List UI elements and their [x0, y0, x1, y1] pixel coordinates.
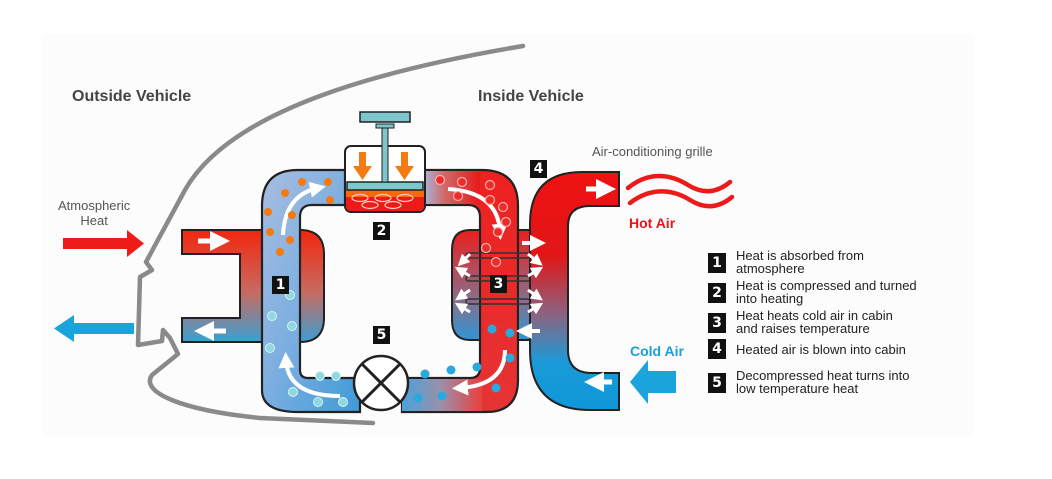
cool-dot: [288, 387, 298, 397]
cold-dot: [420, 369, 430, 379]
grille-label: Air-conditioning grille: [592, 144, 713, 159]
warm-dot: [298, 178, 306, 186]
legend-number: 2: [708, 283, 726, 303]
hot-dot: [492, 226, 504, 238]
legend-item: 4 Heated air is blown into cabin: [708, 339, 978, 359]
warm-dot: [324, 178, 332, 186]
cool-dot: [313, 397, 323, 407]
outside-air-duct: [181, 229, 325, 343]
legend-text: Heated air is blown into cabin: [736, 342, 906, 357]
atmospheric-heat-arrow: [63, 230, 144, 257]
cool-dot: [338, 397, 348, 407]
cold-dot: [472, 362, 482, 372]
cold-dot: [505, 328, 515, 338]
marker-4: 4: [530, 160, 547, 178]
cold-dot: [487, 324, 497, 334]
legend-number: 3: [708, 313, 726, 333]
legend-number: 4: [708, 339, 726, 359]
hot-air-waves-icon: [625, 173, 735, 209]
legend-number: 5: [708, 373, 726, 393]
cool-dot: [267, 311, 277, 321]
inside-vehicle-title: Inside Vehicle: [478, 88, 584, 105]
warm-dot: [266, 228, 274, 236]
atmospheric-heat-label: Atmospheric Heat: [58, 198, 131, 228]
cold-dot: [413, 393, 423, 403]
compressor: [344, 111, 426, 213]
hot-dot: [500, 216, 512, 228]
warm-dot: [264, 208, 272, 216]
legend-text: Heat is absorbed from atmosphere: [736, 248, 864, 276]
legend: 1 Heat is absorbed from atmosphere 2 Hea…: [708, 249, 978, 399]
exhaust-cold-arrow: [54, 315, 134, 342]
cold-dot: [505, 353, 515, 363]
legend-item: 5 Decompressed heat turns into low tempe…: [708, 369, 978, 395]
cold-dot: [491, 383, 501, 393]
legend-item: 2 Heat is compressed and turned into hea…: [708, 279, 978, 305]
expansion-valve-icon: [352, 354, 410, 412]
cool-dot: [287, 321, 297, 331]
hot-dot: [452, 190, 464, 202]
legend-item: 1 Heat is absorbed from atmosphere: [708, 249, 978, 275]
legend-text: Decompressed heat turns into low tempera…: [736, 368, 910, 396]
hot-dot: [434, 174, 446, 186]
hot-air-label: Hot Air: [629, 215, 676, 231]
cool-dot: [331, 371, 341, 381]
cold-air-label: Cold Air: [630, 343, 684, 359]
cool-dot: [315, 371, 325, 381]
cold-air-arrow: [630, 360, 676, 404]
marker-3: 3: [490, 275, 507, 293]
warm-dot: [326, 196, 334, 204]
refrigerant-dots: [264, 174, 515, 407]
marker-2: 2: [373, 222, 390, 240]
cool-dot: [265, 343, 275, 353]
outside-vehicle-title: Outside Vehicle: [72, 88, 192, 105]
legend-text: Heat heats cold air in cabin and raises …: [736, 308, 893, 336]
warm-dot: [281, 189, 289, 197]
marker-5: 5: [373, 326, 390, 344]
marker-1: 1: [272, 276, 289, 294]
vehicle-body-outline: [135, 43, 526, 426]
hot-dot: [480, 242, 492, 254]
cold-dot: [446, 365, 456, 375]
cabin-air-duct: [529, 171, 620, 411]
warm-dot: [288, 211, 296, 219]
warm-dot: [276, 248, 284, 256]
warm-dot: [286, 236, 294, 244]
hot-dot: [456, 176, 468, 188]
hot-dot: [497, 201, 509, 213]
legend-item: 3 Heat heats cold air in cabin and raise…: [708, 309, 978, 335]
cold-dot: [437, 391, 447, 401]
hot-dot: [484, 194, 496, 206]
compression-arrow-icon: [353, 152, 414, 180]
heat-transfer-arrows: [454, 252, 544, 315]
legend-text: Heat is compressed and turned into heati…: [736, 278, 917, 306]
hot-dot: [484, 179, 496, 191]
legend-number: 1: [708, 253, 726, 273]
hot-dot: [490, 256, 502, 268]
